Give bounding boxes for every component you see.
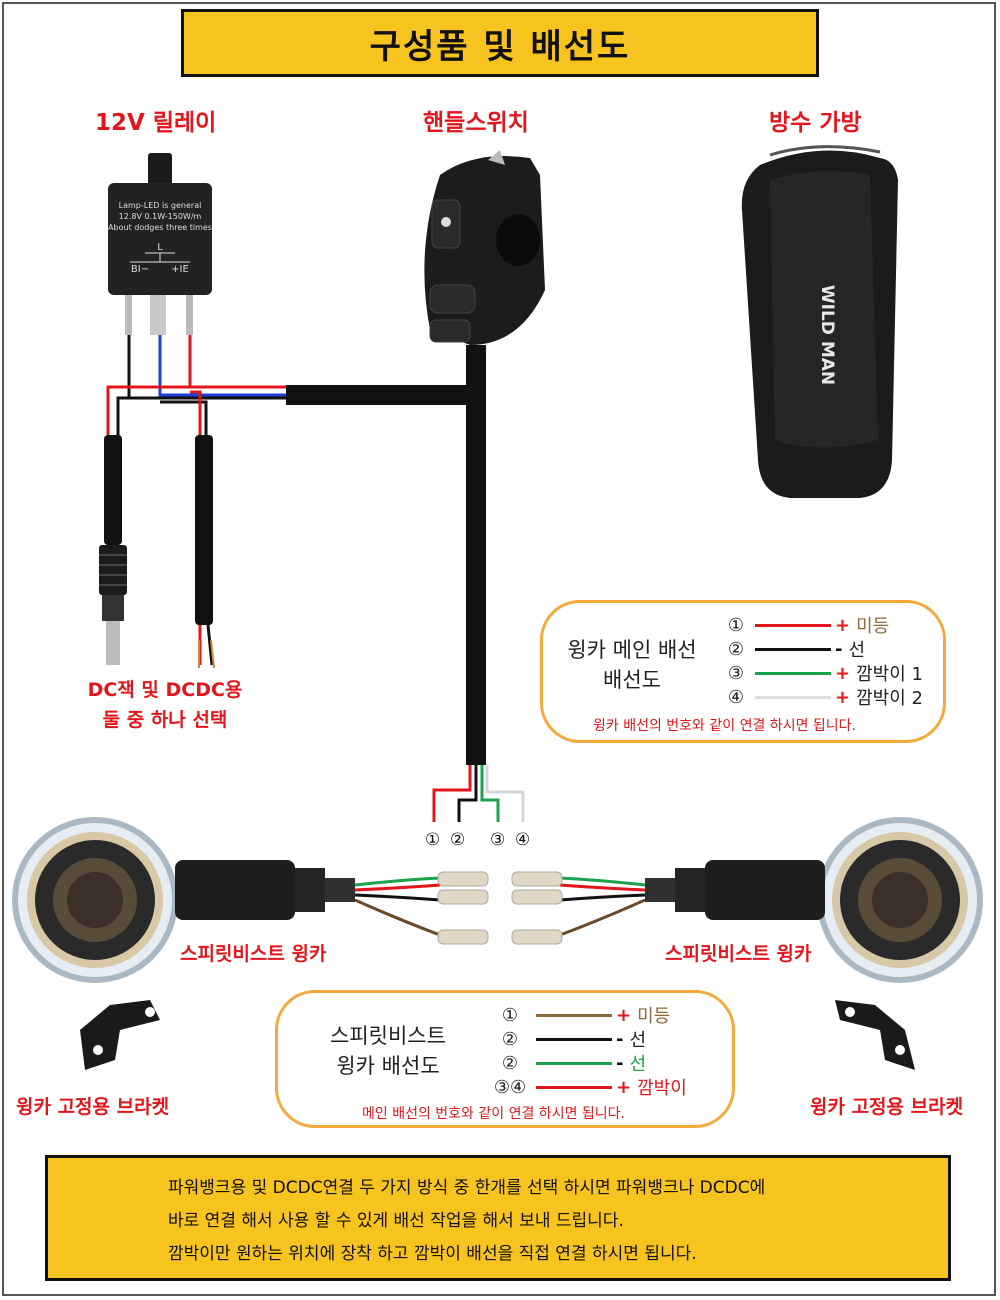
spirit-legend-row: ① + 미등 bbox=[490, 1002, 670, 1028]
row-sign: - bbox=[835, 638, 843, 660]
wire-color-swatch bbox=[755, 695, 831, 699]
wire-color-swatch bbox=[536, 1085, 612, 1089]
left-bracket-image bbox=[80, 1000, 160, 1070]
main-wiring-legend: 윙카 메인 배선 배선도 ① + 미등 ② - 선 ③ + 깜박이 1 ④ + … bbox=[540, 600, 946, 743]
row-number: ④ bbox=[727, 686, 745, 708]
bottom-note-line: 바로 연결 해서 사용 할 수 있게 배선 작업을 해서 보내 드립니다. bbox=[168, 1211, 624, 1231]
relay-text-5: BI− bbox=[131, 264, 149, 275]
wire-number-4: ④ bbox=[515, 830, 531, 850]
wire-number-1: ① bbox=[425, 830, 441, 850]
wire-number-3: ③ bbox=[490, 830, 506, 850]
main-legend-row: ③ + 깜박이 1 bbox=[723, 660, 923, 686]
right-bracket-image bbox=[835, 1000, 915, 1070]
left-winker-image bbox=[12, 817, 489, 983]
main-legend-row: ① + 미등 bbox=[723, 612, 889, 638]
row-number: ③ bbox=[727, 662, 745, 684]
row-number: ① bbox=[727, 614, 745, 636]
row-sign: + bbox=[616, 1076, 632, 1098]
row-label: 선 bbox=[629, 1054, 647, 1075]
spirit-legend-row: ② - 선 bbox=[490, 1050, 646, 1076]
spirit-legend-row: ③④ + 깜박이 bbox=[490, 1074, 687, 1100]
right-winker-image bbox=[511, 817, 983, 983]
spirit-legend-title-1: 스피릿비스트 bbox=[330, 1024, 446, 1048]
spirit-wiring-legend: 스피릿비스트 윙카 배선도 ① + 미등 ② - 선 ② - 선 ③④ + 깜박… bbox=[275, 990, 735, 1128]
wire-color-swatch bbox=[755, 671, 831, 675]
row-sign: - bbox=[616, 1028, 624, 1050]
spirit-legend-note: 메인 배선의 번호와 같이 연결 하시면 됩니다. bbox=[362, 1106, 625, 1122]
bottom-note-line: 파워뱅크용 및 DCDC연결 두 가지 방식 중 한개를 선택 하시면 파워뱅크… bbox=[168, 1178, 766, 1198]
bag-label: 방수 가방 bbox=[769, 110, 862, 136]
waterproof-bag-image: WILD MAN bbox=[741, 145, 898, 498]
row-label: 미등 bbox=[637, 1006, 671, 1027]
bag-brand: WILD MAN bbox=[817, 285, 837, 385]
row-label: 선 bbox=[848, 640, 866, 661]
relay-text-6: +IE bbox=[171, 264, 189, 275]
relay-text-4: L bbox=[157, 242, 163, 253]
row-label: 미등 bbox=[856, 616, 890, 637]
wire-color-swatch bbox=[536, 1061, 612, 1065]
relay-text-2: 12.8V 0.1W-150W/m bbox=[119, 212, 202, 221]
row-label: 깜박이 2 bbox=[856, 688, 923, 709]
main-legend-row: ④ + 깜박이 2 bbox=[723, 684, 923, 710]
main-legend-row: ② - 선 bbox=[723, 636, 865, 662]
row-number: ② bbox=[727, 638, 745, 660]
main-legend-title-1: 윙카 메인 배선 bbox=[567, 638, 697, 662]
relay-label: 12V 릴레이 bbox=[95, 110, 217, 136]
row-sign: + bbox=[616, 1004, 632, 1026]
page-title: 구성품 및 배선도 bbox=[181, 9, 819, 77]
row-number: ② bbox=[501, 1052, 519, 1074]
row-number: ① bbox=[501, 1004, 519, 1026]
relay-image: Lamp-LED is general 12.8V 0.1W-150W/m Ab… bbox=[108, 153, 212, 335]
row-sign: + bbox=[835, 686, 851, 708]
handle-switch-image bbox=[424, 150, 545, 345]
main-legend-title-2: 배선도 bbox=[603, 668, 661, 692]
wire-color-swatch bbox=[536, 1037, 612, 1041]
dc-label-line2: 둘 중 하나 선택 bbox=[102, 709, 228, 731]
dc-label-line1: DC잭 및 DCDC용 bbox=[87, 679, 243, 701]
wire-color-swatch bbox=[536, 1013, 612, 1017]
row-sign: + bbox=[835, 614, 851, 636]
spirit-legend-row: ② - 선 bbox=[490, 1026, 646, 1052]
relay-text-3: About dodges three times bbox=[108, 223, 212, 232]
spirit-legend-title-2: 윙카 배선도 bbox=[336, 1054, 440, 1078]
bracket-left-label: 윙카 고정용 브라켓 bbox=[16, 1096, 170, 1118]
row-number: ② bbox=[501, 1028, 519, 1050]
row-label: 깜박이 bbox=[637, 1078, 687, 1099]
main-legend-note: 윙카 배선의 번호와 같이 연결 하시면 됩니다. bbox=[593, 718, 856, 734]
bottom-note-line: 깜박이만 원하는 위치에 장착 하고 깜박이 배선을 직접 연결 하시면 됩니다… bbox=[168, 1244, 697, 1264]
wire-color-swatch bbox=[755, 647, 831, 651]
row-number: ③④ bbox=[493, 1076, 527, 1098]
row-sign: + bbox=[835, 662, 851, 684]
row-label: 선 bbox=[629, 1030, 647, 1051]
bracket-right-label: 윙카 고정용 브라켓 bbox=[810, 1096, 964, 1118]
wire-number-2: ② bbox=[450, 830, 466, 850]
winker-left-label: 스피릿비스트 윙카 bbox=[180, 943, 327, 965]
relay-text-1: Lamp-LED is general bbox=[119, 201, 202, 210]
wire-color-swatch bbox=[755, 623, 831, 627]
winker-right-label: 스피릿비스트 윙카 bbox=[665, 943, 812, 965]
row-label: 깜박이 1 bbox=[856, 664, 923, 685]
handle-switch-label: 핸들스위치 bbox=[423, 110, 529, 136]
row-sign: - bbox=[616, 1052, 624, 1074]
bottom-notes-box: 파워뱅크용 및 DCDC연결 두 가지 방식 중 한개를 선택 하시면 파워뱅크… bbox=[45, 1155, 951, 1281]
